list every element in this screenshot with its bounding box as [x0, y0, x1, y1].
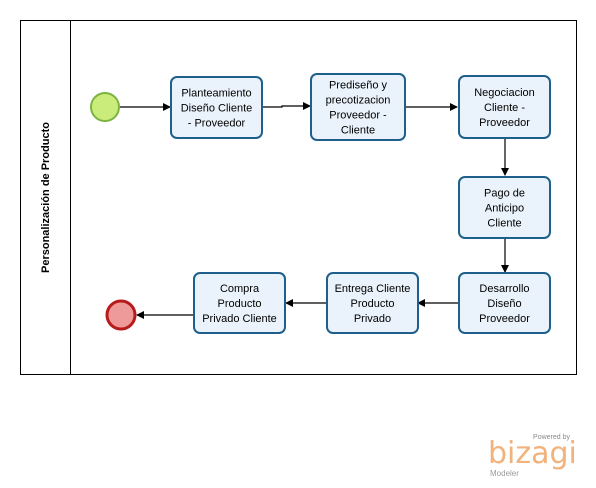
start-event[interactable]	[90, 92, 120, 122]
task-box	[326, 272, 419, 334]
task-label-line: Negociacion	[474, 87, 535, 99]
task-label-line: Cliente	[487, 218, 521, 230]
task-label-line: Compra	[220, 283, 260, 295]
task-label-line: Proveedor	[479, 117, 530, 129]
task-label-line: Diseño	[487, 298, 521, 310]
task-label-line: Entrega Cliente	[335, 283, 411, 295]
task-label-line: Diseño Cliente	[181, 103, 253, 115]
task-box	[193, 272, 286, 334]
pool-label: Personalización de Producto	[40, 122, 52, 273]
task-label-line: - Proveedor	[188, 118, 246, 130]
flow-planteamiento-to-prediseno[interactable]	[262, 102, 311, 110]
task-box	[458, 75, 551, 139]
task-label-line: Desarrollo	[479, 283, 529, 295]
task-label-line: Prediseño y	[329, 80, 388, 92]
task-label-line: Cliente -	[484, 102, 525, 114]
task-label-line: precotizacion	[326, 95, 391, 107]
task-label-line: Anticipo	[485, 203, 524, 215]
task-label-line: Pago de	[484, 188, 525, 200]
task-label-line: Proveedor	[479, 313, 530, 325]
logo-powered-text: Powered by	[533, 434, 570, 441]
task-box	[458, 176, 551, 239]
task-label-line: Privado	[354, 313, 391, 325]
end-event[interactable]	[105, 299, 137, 331]
task-box	[170, 76, 263, 139]
task-label-line: Producto	[217, 298, 261, 310]
task-box	[458, 272, 551, 334]
logo-product-text: Modeler	[490, 469, 519, 478]
task-label-line: Producto	[350, 298, 394, 310]
task-label-line: Privado Cliente	[202, 313, 277, 325]
task-label-line: Proveedor -	[329, 110, 387, 122]
task-box	[310, 73, 406, 141]
bizagi-logo: Powered by bizagi Modeler	[488, 434, 584, 480]
task-label-line: Cliente	[341, 125, 375, 137]
task-label-line: Planteamiento	[181, 88, 251, 100]
logo-brand-text: bizagi	[488, 436, 577, 471]
